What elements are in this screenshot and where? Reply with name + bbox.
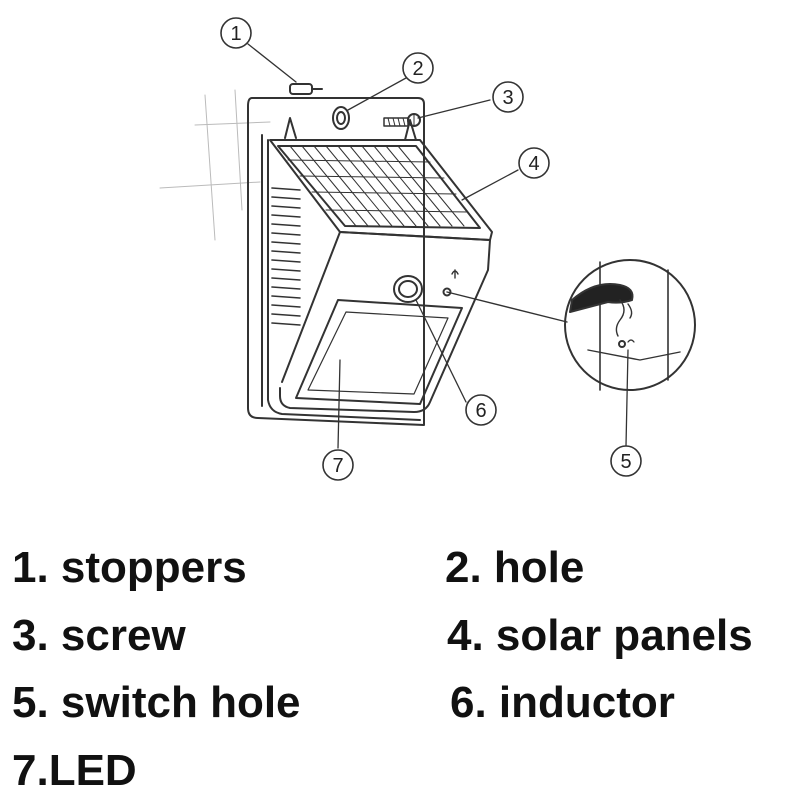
legend-stoppers: 1. stoppers <box>12 543 247 592</box>
legend-led: 7.LED <box>12 746 137 795</box>
legend-hole: 2. hole <box>445 543 585 592</box>
solar-panel-grid <box>287 145 469 227</box>
switch-hole <box>442 287 452 297</box>
inductor-sensor <box>393 275 423 303</box>
solar-panel <box>269 139 493 241</box>
legend-solar-panels: 4. solar panels <box>447 611 753 660</box>
callout-5: 5 <box>620 451 631 473</box>
callout-6: 6 <box>475 400 486 422</box>
legend-inductor: 6. inductor <box>450 678 675 727</box>
wall-grid <box>159 89 271 241</box>
callout-1: 1 <box>230 23 241 45</box>
callout-3: 3 <box>502 87 513 109</box>
front-face <box>279 231 491 413</box>
back-plate <box>247 97 425 426</box>
vent-fins <box>271 187 301 326</box>
screw <box>383 113 421 127</box>
led-window <box>295 299 463 405</box>
mount-hole <box>332 106 350 130</box>
legend-switch-hole: 5. switch hole <box>12 678 301 727</box>
solar-light-diagram: 1 2 3 4 5 6 7 <box>159 17 696 481</box>
callout-7: 7 <box>332 455 343 477</box>
detail-magnifier <box>564 259 696 391</box>
legend-screw: 3. screw <box>12 611 186 660</box>
housing-side <box>267 139 421 421</box>
hand-pin <box>569 283 634 313</box>
stopper <box>289 83 313 95</box>
leader-lines <box>247 43 629 449</box>
callout-2: 2 <box>412 58 423 80</box>
callout-4: 4 <box>528 153 539 175</box>
